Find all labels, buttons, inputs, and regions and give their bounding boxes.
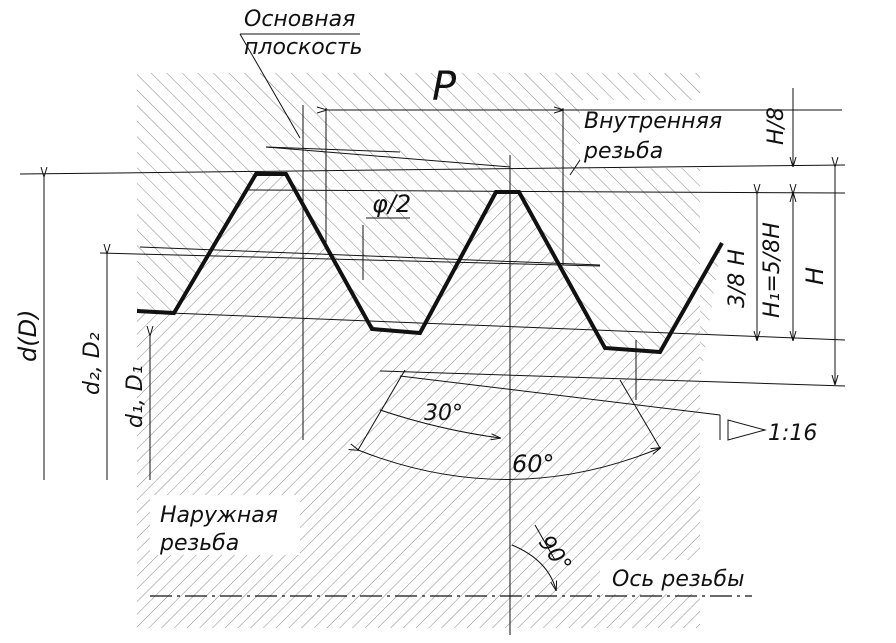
h-label: H — [801, 267, 829, 285]
external-thread-label-2: резьба — [159, 531, 239, 556]
taper-triangle — [727, 419, 767, 441]
d1-label: d₁, D₁ — [123, 365, 148, 428]
height-dimensions — [757, 88, 835, 384]
diameter-dimensions — [44, 176, 150, 480]
angle-arcs — [358, 369, 660, 590]
basic-plane-label-2: плоскость — [244, 35, 363, 60]
internal-thread-label-2: резьба — [583, 139, 663, 164]
external-thread-label-1: Наружная — [160, 503, 278, 528]
d2-label: d₂, D₂ — [80, 332, 105, 395]
angle-60-label: 60° — [512, 450, 555, 478]
reference-lines — [19, 109, 846, 440]
h8-label: H/8 — [764, 107, 789, 145]
internal-thread-hatch — [137, 73, 722, 382]
h1-label: H₁=5/8H — [760, 222, 785, 318]
d-big-label: d(D) — [14, 310, 42, 362]
pitch-label: P — [432, 64, 457, 110]
internal-thread-label-1: Внутренняя — [584, 109, 722, 134]
three-eighths-label: 3/8 H — [725, 249, 750, 308]
thread-axis-label: Ось резьбы — [612, 567, 744, 592]
basic-plane-label-1: Основная — [244, 7, 355, 32]
half-angle-label: φ/2 — [372, 190, 411, 218]
taper-label: 1:16 — [768, 421, 817, 446]
angle-30-label: 30° — [424, 401, 463, 426]
basic-plane-leader — [239, 33, 301, 139]
thread-profile — [136, 172, 724, 355]
